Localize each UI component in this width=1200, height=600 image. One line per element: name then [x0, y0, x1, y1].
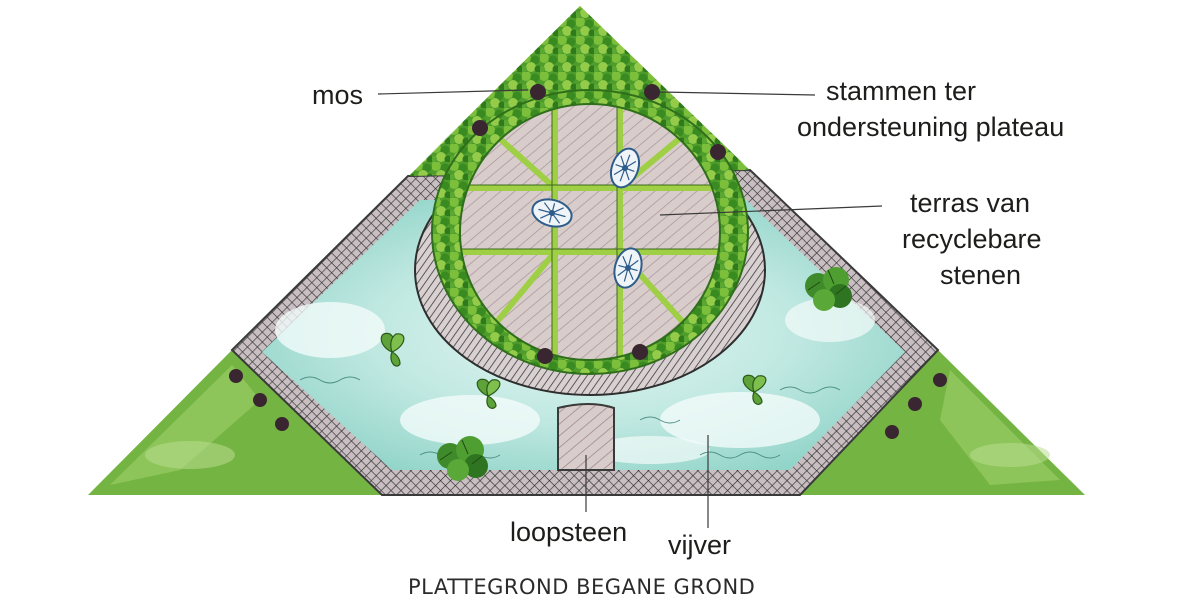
post-dot-icon — [710, 144, 726, 160]
post-dots — [229, 84, 947, 439]
post-dot-icon — [644, 84, 660, 100]
leaf-plant-icon — [476, 378, 501, 409]
shrub-icon — [437, 436, 488, 481]
post-dot-icon — [229, 369, 243, 383]
post-dot-icon — [472, 120, 488, 136]
stepping-stone — [557, 403, 615, 471]
leaf-plant-icon — [742, 374, 767, 405]
grass-corner-right — [800, 350, 1085, 495]
post-dot-icon — [885, 425, 899, 439]
fan-icon — [531, 198, 573, 228]
label-stammen-line2: ondersteuning plateau — [797, 112, 1064, 142]
label-mos: mos — [312, 80, 363, 110]
label-stammen-line1: stammen ter — [826, 76, 976, 106]
fan-icon — [609, 147, 641, 189]
post-dot-icon — [530, 84, 546, 100]
post-dot-icon — [632, 344, 648, 360]
post-dot-icon — [537, 348, 553, 364]
post-dot-icon — [908, 397, 922, 411]
post-dot-icon — [253, 393, 267, 407]
leader-stammen — [659, 91, 816, 96]
label-loopsteen: loopsteen — [510, 517, 627, 547]
fan-icon — [613, 247, 643, 289]
leader-lines — [377, 89, 883, 528]
leader-mos — [377, 89, 529, 95]
shrub-icon — [805, 267, 852, 311]
label-terras-line2: recyclebare — [902, 224, 1042, 254]
label-terras-line1: terras van — [910, 188, 1030, 218]
post-dot-icon — [275, 417, 289, 431]
label-terras-line3: stenen — [940, 260, 1021, 290]
plateau — [414, 89, 766, 396]
plan-caption: PLATTEGROND BEGANE GROND — [408, 575, 755, 599]
leaf-plant-icon — [380, 332, 405, 367]
grass-corner-left — [88, 350, 382, 495]
label-vijver: vijver — [668, 530, 731, 560]
leader-terras — [659, 205, 883, 216]
post-dot-icon — [933, 373, 947, 387]
